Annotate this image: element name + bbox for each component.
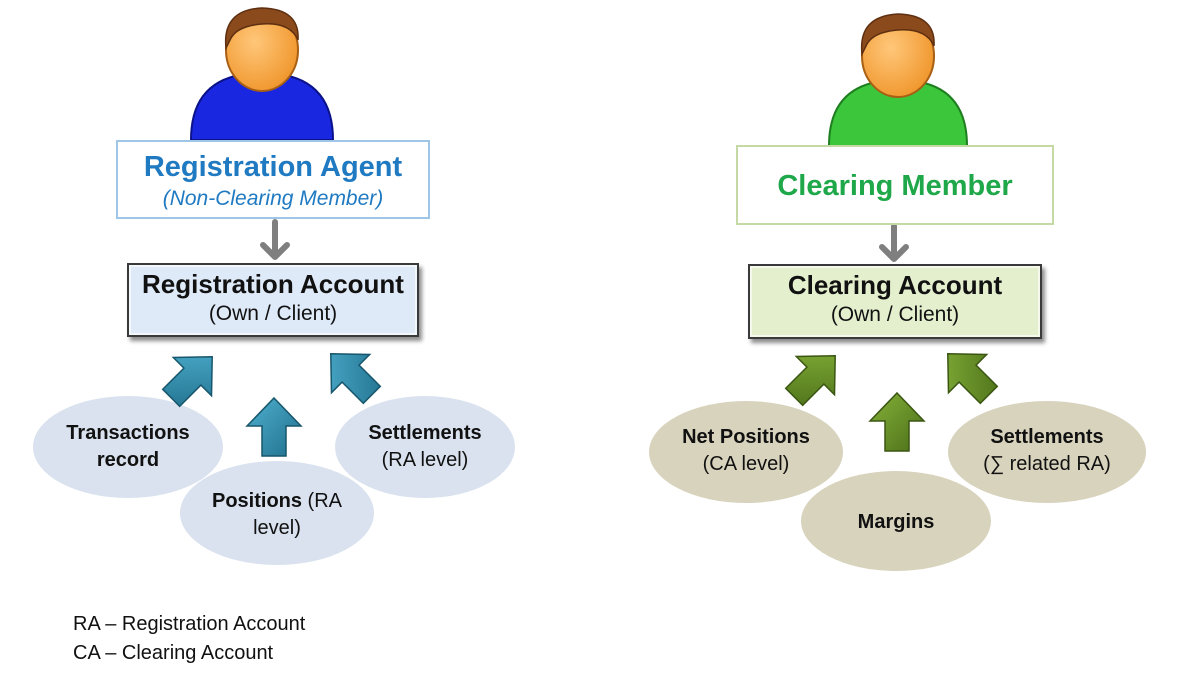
legend-ca: CA – Clearing Account bbox=[73, 642, 274, 664]
clearing-member-box: Clearing Member bbox=[736, 145, 1054, 225]
transactions-line1: Transactions bbox=[66, 422, 190, 444]
registration-account-box: Registration Account (Own / Client) bbox=[127, 263, 419, 337]
positions-ra-label: Positions (RA level) bbox=[187, 488, 367, 542]
positions-rest2: level) bbox=[253, 517, 301, 539]
registration-agent-person-icon bbox=[189, 7, 335, 141]
settlements-sum-ellipse bbox=[948, 401, 1146, 503]
transactions-record-ellipse bbox=[33, 396, 223, 498]
margins-ellipse bbox=[801, 471, 991, 571]
transactions-record-label: Transactions record bbox=[48, 420, 208, 474]
clearing-account-title: Clearing Account bbox=[787, 270, 1003, 300]
settlements-sum-rest: (∑ related RA) bbox=[983, 453, 1111, 475]
settlements-sum-bold: Settlements bbox=[990, 426, 1104, 448]
net-positions-rest: (CA level) bbox=[702, 453, 790, 475]
settlements-ra-rest: (RA level) bbox=[381, 449, 469, 471]
registration-account-subtitle: (Own / Client) bbox=[208, 301, 338, 325]
left-input-arrow-2-icon bbox=[246, 397, 302, 457]
right-down-arrow-icon bbox=[879, 223, 909, 262]
clearing-account-box: Clearing Account (Own / Client) bbox=[748, 264, 1042, 339]
positions-rest1: (RA bbox=[302, 490, 342, 512]
transactions-line2: record bbox=[96, 449, 160, 471]
positions-ra-ellipse bbox=[180, 461, 374, 565]
right-input-arrow-1-icon bbox=[774, 335, 856, 417]
margins-bold: Margins bbox=[857, 511, 935, 533]
net-positions-ellipse bbox=[649, 401, 843, 503]
registration-agent-box: Registration Agent (Non-Clearing Member) bbox=[116, 140, 430, 219]
settlements-ra-bold: Settlements bbox=[368, 422, 482, 444]
registration-agent-title: Registration Agent bbox=[143, 151, 403, 183]
right-input-arrow-2-icon bbox=[869, 392, 925, 452]
positions-bold: Positions bbox=[211, 490, 302, 512]
margins-label: Margins bbox=[816, 509, 976, 536]
clearing-member-person-icon bbox=[827, 13, 969, 147]
settlements-ra-label: Settlements (RA level) bbox=[345, 420, 505, 474]
net-positions-bold: Net Positions bbox=[682, 426, 810, 448]
left-down-arrow-icon bbox=[260, 219, 290, 260]
registration-account-title: Registration Account bbox=[142, 269, 404, 299]
registration-agent-subtitle: (Non-Clearing Member) bbox=[162, 186, 384, 210]
settlements-sum-label: Settlements (∑ related RA) bbox=[962, 424, 1132, 478]
settlements-ra-ellipse bbox=[335, 396, 515, 498]
left-input-arrow-3-icon bbox=[310, 333, 392, 415]
legend-ra: RA – Registration Account bbox=[73, 613, 306, 635]
clearing-member-title: Clearing Member bbox=[777, 170, 1013, 202]
net-positions-label: Net Positions (CA level) bbox=[661, 424, 831, 478]
clearing-account-subtitle: (Own / Client) bbox=[830, 302, 960, 326]
right-input-arrow-3-icon bbox=[927, 333, 1009, 415]
